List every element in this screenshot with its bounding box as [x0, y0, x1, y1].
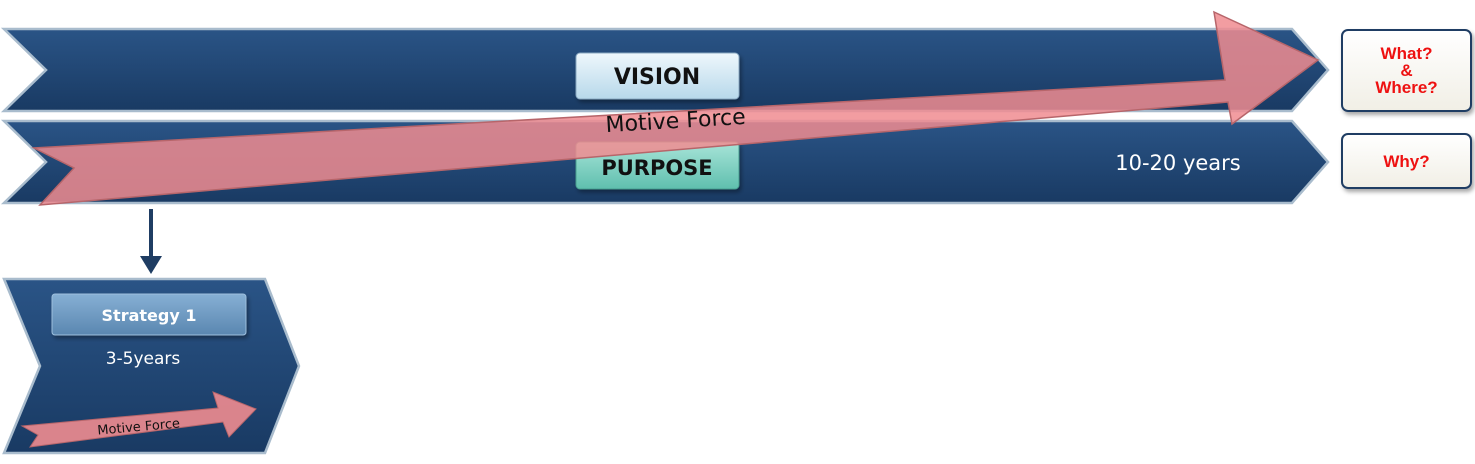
- vision-box: [575, 52, 740, 100]
- purpose-label: PURPOSE: [601, 156, 712, 180]
- motive-force-arrow: [31, 10, 1320, 206]
- vision-label: VISION: [614, 65, 700, 90]
- why-box: Why?: [1341, 133, 1472, 189]
- strategy-horizon: 3-5years: [106, 349, 181, 369]
- what-where-box: What? & Where?: [1341, 29, 1472, 112]
- strategy-label: Strategy 1: [102, 306, 197, 325]
- strategy-motive-arrow: [20, 391, 257, 448]
- strategy-motive-label: Motive Force: [97, 416, 181, 438]
- long-term-horizon: 10-20 years: [1115, 151, 1241, 175]
- why-label: Why?: [1383, 151, 1430, 171]
- ampersand-label: &: [1400, 61, 1413, 80]
- what-label: What?: [1380, 44, 1433, 63]
- strategy-box: [51, 293, 247, 336]
- where-label: Where?: [1375, 78, 1438, 97]
- connector-arrowhead: [140, 256, 162, 274]
